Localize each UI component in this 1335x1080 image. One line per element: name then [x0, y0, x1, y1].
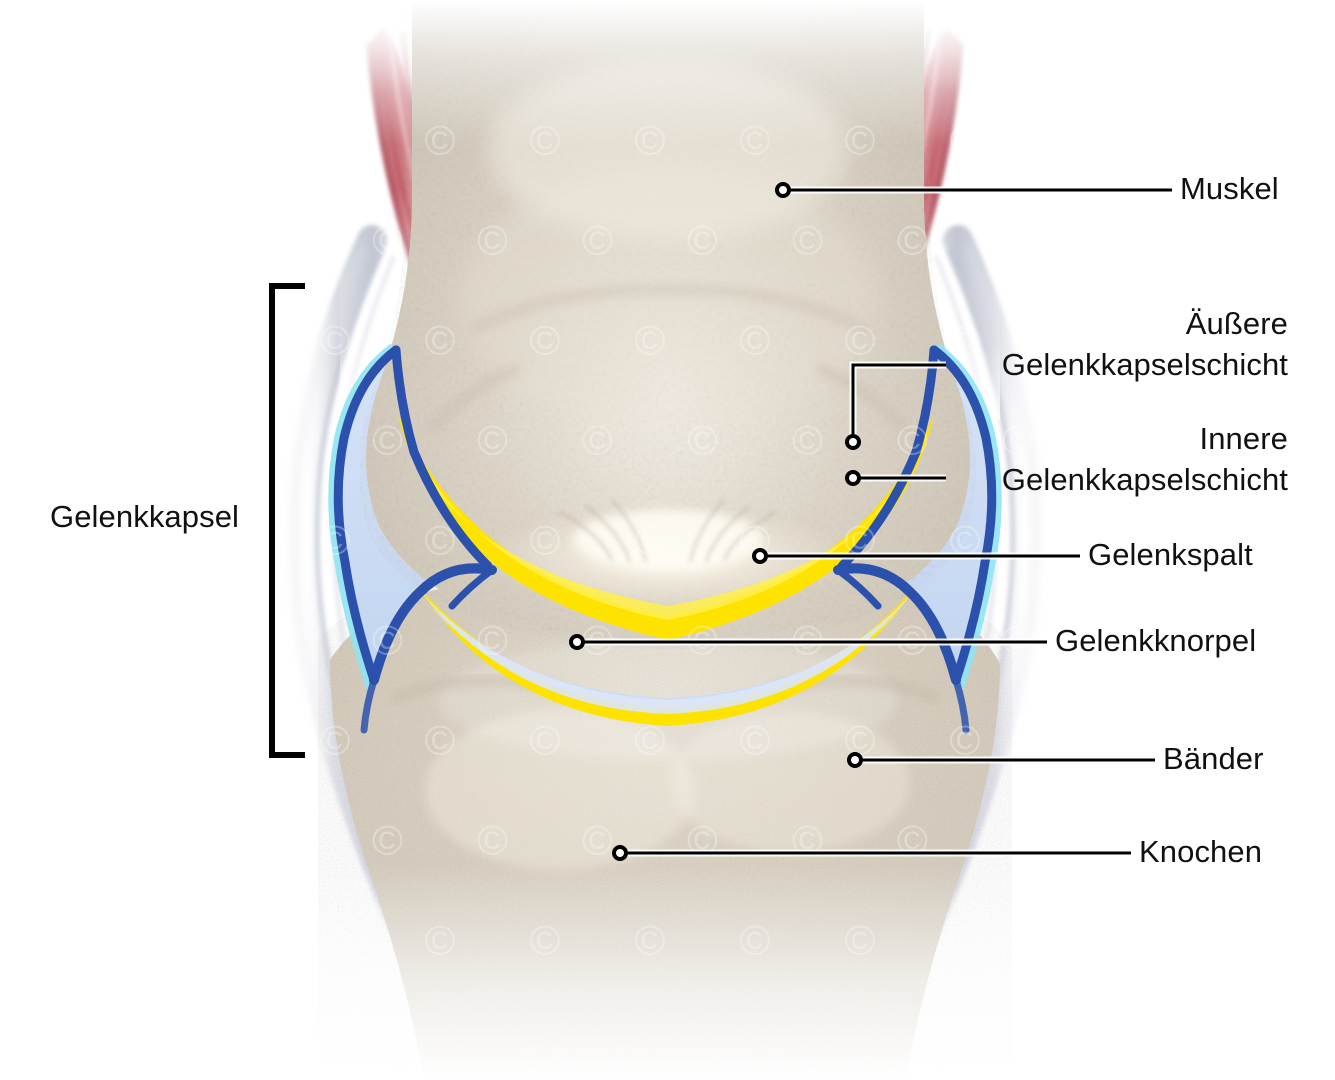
watermark-copyright-icon: © [845, 916, 876, 963]
leader-line-aeussere-gelenkkapselschicht [851, 363, 946, 442]
watermark-copyright-icon: © [320, 316, 351, 363]
watermark-copyright-icon: © [530, 316, 561, 363]
watermark-copyright-icon: © [425, 516, 456, 563]
watermark-copyright-icon: © [320, 516, 351, 563]
leader-dot-gelenkknorpel [569, 634, 585, 650]
watermark-copyright-icon: © [372, 616, 403, 663]
capsule-lower-right [833, 563, 961, 685]
label-line: Gelenkknorpel [1055, 623, 1257, 658]
watermark-copyright-icon: © [635, 316, 666, 363]
label-line: Bänder [1163, 741, 1264, 776]
gelenkkapsel-bracket [269, 283, 305, 758]
watermark-copyright-icon: © [320, 716, 351, 763]
label-line: Innere [1199, 421, 1288, 456]
bone-lower [300, 577, 1040, 1080]
watermark-copyright-icon: © [635, 916, 666, 963]
watermark-copyright-icon: © [582, 816, 613, 863]
watermark-copyright-icon: © [635, 116, 666, 163]
watermark-copyright-icon: © [950, 316, 981, 363]
capsule-outer-right [929, 345, 997, 685]
leader-lines-group [569, 182, 1172, 861]
label-gelenkspalt: Gelenkspalt [1088, 537, 1253, 573]
watermark-copyright-icon: © [425, 916, 456, 963]
leader-dot-muskel [775, 182, 791, 198]
watermark-copyright-icon: © [897, 416, 928, 463]
leader-dot-gelenkspalt [752, 548, 768, 564]
watermark-copyright-icon: © [582, 416, 613, 463]
watermark-copyright-icon: © [477, 416, 508, 463]
watermark-copyright-icon: © [635, 716, 666, 763]
capsule-outline-group [328, 343, 1002, 734]
label-baender: Bänder [1163, 741, 1264, 777]
watermark-copyright-icon: © [635, 516, 666, 563]
watermark-copyright-icon: © [740, 116, 771, 163]
watermark-copyright-icon: © [950, 116, 981, 163]
capsule-upper-right [837, 345, 939, 571]
watermark-copyright-icon: © [530, 116, 561, 163]
label-line: Knochen [1139, 834, 1263, 869]
watermark-copyright-icon: © [425, 116, 456, 163]
cartilage-femoral [398, 414, 934, 640]
watermark-copyright-icon: © [372, 216, 403, 263]
watermark-copyright-icon: © [950, 716, 981, 763]
watermark-copyright-icon: © [372, 416, 403, 463]
label-line: Muskel [1180, 171, 1279, 206]
leader-dot-aeussere-gelenkkapselschicht [845, 434, 861, 450]
watermark-copyright-icon: © [792, 416, 823, 463]
label-line: Gelenkkapselschicht [1001, 347, 1288, 382]
articular-cartilage-group [398, 414, 934, 726]
capsule-outer-left [333, 345, 401, 685]
watermark-copyright-icon: © [740, 316, 771, 363]
watermark-copyright-icon: © [687, 216, 718, 263]
watermark-copyright-icon: © [845, 316, 876, 363]
synovial-space [406, 582, 928, 714]
watermark-copyright-icon: © [897, 216, 928, 263]
watermark-copyright-icon: © [845, 116, 876, 163]
leader-dot-innere-gelenkkapselschicht [845, 470, 861, 486]
label-line: Gelenkspalt [1088, 537, 1253, 572]
watermark-copyright-icon: © [320, 916, 351, 963]
watermark-copyright-icon: © [372, 816, 403, 863]
cartilage-tibial [418, 586, 916, 726]
watermark-copyright-icon: © [792, 216, 823, 263]
watermark-copyright-icon: © [687, 416, 718, 463]
capsule-inner-cyan-left [328, 343, 396, 690]
watermark-copyright-icon: © [740, 716, 771, 763]
watermark-copyright-icon: © [477, 216, 508, 263]
capsule-inner-cyan-right [934, 343, 1002, 690]
label-line: Gelenkkapselschicht [1001, 462, 1288, 497]
watermark-copyright-icon: © [1002, 416, 1033, 463]
label-muskel: Muskel [1180, 171, 1279, 207]
capsule-lower-left [369, 563, 497, 685]
watermark-copyright-icon: © [582, 216, 613, 263]
watermark-copyright-icon: © [477, 616, 508, 663]
leader-dot-knochen [612, 845, 628, 861]
watermark-copyright-icon: © [477, 816, 508, 863]
label-knochen: Knochen [1139, 834, 1262, 870]
leader-dot-baender [847, 752, 863, 768]
bracket-path [269, 283, 305, 758]
gelenkkapsel-label: Gelenkkapsel [50, 498, 240, 534]
capsule-upper-left [391, 345, 493, 571]
watermark-copyright-icon: © [740, 916, 771, 963]
watermark-copyright-icon: © [1002, 216, 1033, 263]
watermark-copyright-icon: © [320, 116, 351, 163]
watermark-copyright-icon: © [425, 716, 456, 763]
watermark-copyright-icon: © [530, 716, 561, 763]
watermark-copyright-icon: © [530, 916, 561, 963]
watermark-copyright-icon: © [425, 316, 456, 363]
watermark-copyright-icon: © [950, 916, 981, 963]
label-line: Äußere [1185, 306, 1288, 341]
watermark-copyright-icon: © [530, 516, 561, 563]
label-gelenkknorpel: Gelenkknorpel [1055, 623, 1256, 659]
